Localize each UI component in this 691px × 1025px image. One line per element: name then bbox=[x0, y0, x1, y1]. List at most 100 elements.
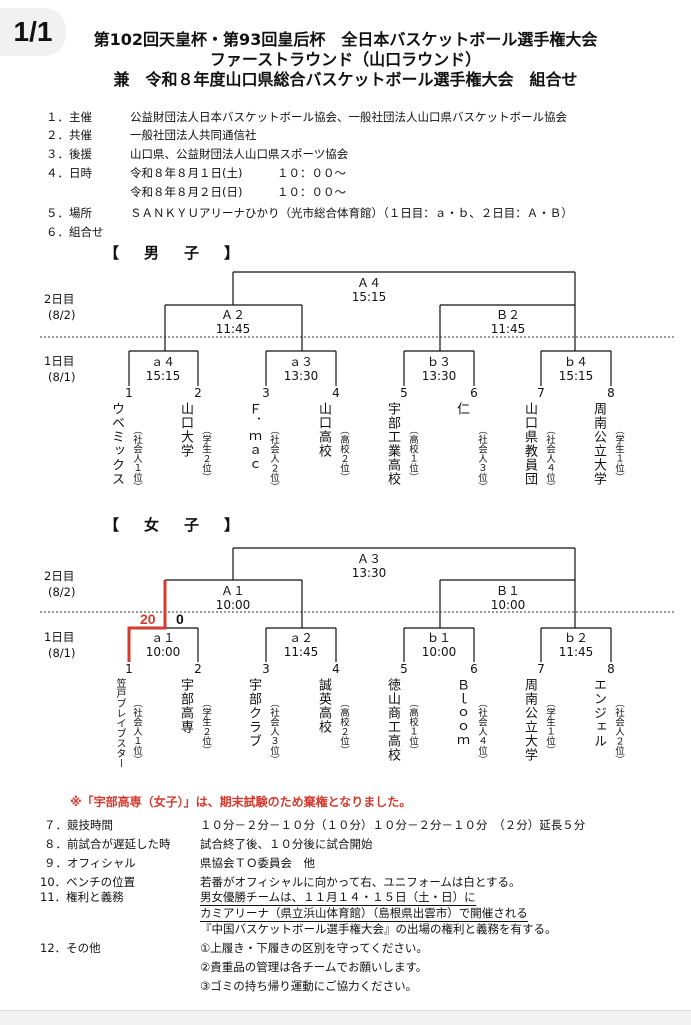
men-team-2-rank: （学生２位） bbox=[200, 425, 211, 482]
title-line-3: 兼 令和８年度山口県総合バスケットボール選手権大会 組合せ bbox=[113, 70, 578, 89]
men-seed-4: 4 bbox=[332, 386, 340, 400]
men-team-8-name: 周南公立大学 bbox=[591, 402, 606, 486]
men-seed-2: 2 bbox=[194, 386, 202, 400]
men-team-7-name: 山口県教員団 bbox=[522, 402, 537, 486]
men-team-4-rank: （高校２位） bbox=[338, 425, 349, 482]
rule-9-label: ９．オフィシャル bbox=[44, 856, 136, 870]
men-team-2-name: 山口大学 bbox=[178, 402, 193, 458]
men-final-code: Ａ４ bbox=[356, 276, 381, 290]
page-indicator: 1/1 bbox=[0, 8, 66, 56]
men-team-1-rank: （社会人１位） bbox=[131, 425, 142, 492]
women-team-6-rank: （社会人４位） bbox=[476, 698, 487, 765]
men-r1-1-time: 15:15 bbox=[145, 369, 181, 383]
men-team-4-name: 山口高校 bbox=[316, 402, 331, 458]
rule-12-label: 12．その他 bbox=[40, 941, 101, 955]
women-r1-3-time: 10:00 bbox=[421, 645, 457, 659]
women-seed-8: 8 bbox=[607, 662, 615, 676]
rule-8-label: ８．前試合が遅延した時 bbox=[44, 837, 171, 851]
men-team-8-rank: （学生１位） bbox=[613, 425, 624, 482]
women-seed-1: 1 bbox=[125, 662, 133, 676]
women-r1-1-time: 10:00 bbox=[145, 645, 181, 659]
rule-9-value: 県協会ＴＯ委員会 他 bbox=[200, 856, 315, 870]
men-team-7-rank: （社会人４位） bbox=[544, 425, 555, 492]
men-semi-1-code: Ａ２ bbox=[220, 308, 245, 322]
men-seed-1: 1 bbox=[125, 386, 133, 400]
women-day2-label: 2日目 bbox=[44, 569, 75, 583]
men-team-3-rank: （社会人２位） bbox=[268, 425, 279, 492]
men-day2-label: 2日目 bbox=[44, 292, 75, 306]
women-r1-2-time: 11:45 bbox=[283, 645, 319, 659]
women-semi-1-time: 10:00 bbox=[215, 598, 251, 612]
women-final-time: 13:30 bbox=[351, 566, 387, 580]
info-label-7: ６．組合せ bbox=[46, 225, 104, 239]
men-team-6-rank: （社会人３位） bbox=[476, 425, 487, 492]
men-semi-2-code: Ｂ２ bbox=[495, 308, 520, 322]
men-heading: 【 男 子 】 bbox=[104, 244, 245, 262]
men-team-5-name: 宇部工業高校 bbox=[385, 402, 400, 486]
women-team-8-name: エンジェル bbox=[591, 678, 606, 748]
rule-8-value: 試合終了後、１０分後に試合開始 bbox=[200, 837, 373, 851]
rule-10-value: 若番がオフィシャルに向かって右、ユニフォームは白とする。 bbox=[200, 875, 521, 889]
women-seed-5: 5 bbox=[400, 662, 408, 676]
info-value-2: 一般社団法人共同通信社 bbox=[130, 128, 257, 142]
rule-7-value: １０分－２分－１０分（１０分）１０分－２分－１０分 （２分）延長５分 bbox=[200, 818, 586, 832]
women-semi-2-time: 10:00 bbox=[490, 598, 526, 612]
rule-12-line-2: ②貴重品の管理は各チームでお願いします。 bbox=[200, 960, 428, 974]
women-team-1-name: 笠戸ブレイブスター bbox=[114, 678, 125, 768]
title-line-1: 第102回天皇杯・第93回皇后杯 全日本バスケットボール選手権大会 bbox=[93, 30, 598, 49]
women-seed-7: 7 bbox=[537, 662, 545, 676]
women-team-2-rank: （学生２位） bbox=[200, 698, 211, 755]
men-day2-date: (8/2) bbox=[48, 308, 76, 322]
women-team-5-rank: （高校１位） bbox=[407, 698, 418, 755]
women-semi-1-code: Ａ１ bbox=[220, 584, 245, 598]
men-team-1-name: ウベミックス bbox=[109, 402, 124, 486]
title-line-2: ファーストラウンド（山口ラウンド） bbox=[209, 50, 482, 69]
men-day1-date: (8/1) bbox=[48, 370, 76, 384]
men-seed-8: 8 bbox=[607, 386, 615, 400]
rule-11-line-2: カミアリーナ（県立浜山体育館）（島根県出雲市）で開催される bbox=[200, 906, 528, 922]
men-team-6-name: 仁 bbox=[454, 402, 469, 416]
women-team-8-rank: （社会人２位） bbox=[613, 698, 624, 765]
women-heading: 【 女 子 】 bbox=[104, 516, 245, 534]
women-team-4-name: 誠英高校 bbox=[316, 678, 331, 734]
women-r1-4-time: 11:45 bbox=[558, 645, 594, 659]
info-label-6: ５．場所 bbox=[46, 206, 92, 220]
rule-7-label: ７．競技時間 bbox=[44, 818, 113, 832]
women-seed-3: 3 bbox=[262, 662, 270, 676]
women-r1-1-score-loser: 0 bbox=[176, 611, 184, 627]
men-seed-7: 7 bbox=[537, 386, 545, 400]
women-r1-3-code: ｂ１ bbox=[426, 631, 451, 645]
women-team-4-rank: （高校２位） bbox=[338, 698, 349, 755]
women-seed-6: 6 bbox=[470, 662, 478, 676]
women-team-1-rank: （社会人１位） bbox=[131, 698, 142, 765]
women-team-2-name: 宇部高専 bbox=[178, 678, 193, 734]
withdrawal-notice: ※「宇部高専（女子）」は、期末試験のため棄権となりました。 bbox=[70, 795, 412, 809]
men-r1-2-code: ａ３ bbox=[288, 355, 313, 369]
women-seed-2: 2 bbox=[194, 662, 202, 676]
men-r1-3-code: ｂ３ bbox=[426, 355, 451, 369]
men-r1-1-code: ａ４ bbox=[150, 355, 175, 369]
men-team-5-rank: （高校１位） bbox=[407, 425, 418, 482]
info-value-3: 山口県、公益財団法人山口県スポーツ協会 bbox=[130, 147, 349, 161]
men-day1-label: 1日目 bbox=[44, 354, 75, 368]
info-label-1: １．主催 bbox=[46, 110, 92, 124]
men-r1-3-time: 13:30 bbox=[421, 369, 457, 383]
women-day2-date: (8/2) bbox=[48, 585, 76, 599]
men-r1-4-code: ｂ４ bbox=[563, 355, 588, 369]
women-r1-4-code: ｂ２ bbox=[563, 631, 588, 645]
women-final-code: Ａ３ bbox=[356, 552, 381, 566]
women-r1-2-code: ａ２ bbox=[288, 631, 313, 645]
info-label-4: ４．日時 bbox=[46, 166, 92, 180]
rule-12-line-3: ③ゴミの持ち帰り運動にご協力ください。 bbox=[200, 979, 418, 993]
men-seed-5: 5 bbox=[400, 386, 408, 400]
rule-10-label: 10．ベンチの位置 bbox=[40, 875, 136, 889]
viewer-bottom-bar bbox=[0, 1010, 691, 1025]
women-team-3-name: 宇部クラブ bbox=[246, 678, 261, 748]
men-seed-6: 6 bbox=[470, 386, 478, 400]
men-r1-2-time: 13:30 bbox=[283, 369, 319, 383]
rule-12-line-1: ①上履き・下履きの区別を守ってください。 bbox=[200, 941, 428, 955]
rule-11-label: 11．権利と義務 bbox=[40, 890, 124, 904]
info-value-5: 令和８年８月２日(日) １０：００～ bbox=[130, 185, 346, 199]
